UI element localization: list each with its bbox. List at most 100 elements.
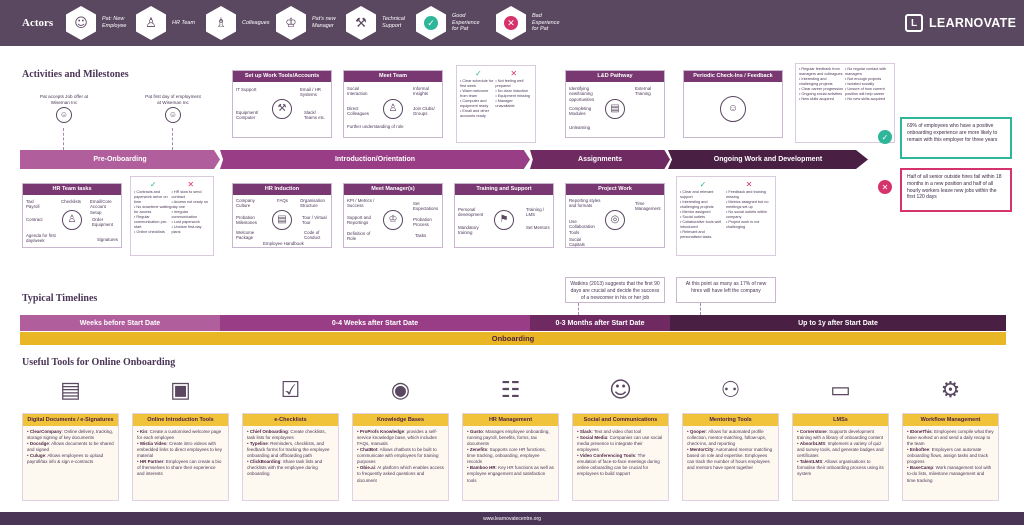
tool-entry-name: ProProfs Knowledge bbox=[359, 429, 405, 434]
tool-entry-name: IDoneThis bbox=[909, 429, 932, 434]
workflow-icon: ⚙ bbox=[940, 377, 961, 403]
tool-entry-desc: : Companies can use social media presenc… bbox=[577, 435, 663, 453]
tool-entry: • Docsdge: Allows documents to be shared… bbox=[27, 441, 114, 453]
tool-card-body: HR Management• Gusto: Manages employee o… bbox=[462, 413, 559, 501]
check-icon: ✓ bbox=[149, 180, 157, 189]
tool-entry-name: HR Partner bbox=[139, 459, 164, 465]
check-icon: ✓ bbox=[474, 69, 482, 78]
tool-entry-desc: : Allows chatbots to be built to communi… bbox=[357, 447, 439, 465]
tool-entry-desc: : Employees compile what they have worke… bbox=[907, 429, 994, 447]
assign-experience-box: ✓• Clear and relevant support • Interest… bbox=[676, 176, 776, 256]
tool-entry: • ClearCompany: Online delivery, trackin… bbox=[27, 429, 114, 441]
tool-entry-desc: : Implement a variety of quiz and survey… bbox=[797, 441, 884, 459]
social-icon: ☺ bbox=[609, 377, 632, 403]
tool-card-title: e-Checklists bbox=[243, 414, 338, 426]
tool-card-title: Online Introduction Tools bbox=[133, 414, 228, 426]
manager-icon: ♔ bbox=[276, 6, 306, 40]
tool-entry-desc: : Online delivery, tracking, storage sig… bbox=[27, 429, 114, 441]
tool-card-6: ⚇Mentoring Tools• Qooper: Allows for aut… bbox=[682, 371, 779, 501]
box-training: Training and Support ⚑ Personal developm… bbox=[454, 183, 554, 248]
tool-card-body: Digital Documents / e-Signatures • ClearC… bbox=[22, 413, 119, 501]
check-icon: ✓ bbox=[699, 180, 707, 189]
timeline-note-17-percent: At this point as many as 17% of new hire… bbox=[676, 277, 776, 303]
tool-entry-desc: : Create checklists, task lists for empl… bbox=[247, 429, 326, 441]
box-check-ins: Periodic Check-Ins / Feedback ☺ bbox=[683, 70, 783, 138]
bad-outcome-icon: ✕ bbox=[878, 180, 892, 194]
outcome-bad: Half of all senior outside hires fail wi… bbox=[900, 168, 1012, 212]
manager-icon: ♔ bbox=[383, 210, 403, 231]
stage-assignments: Assignments bbox=[530, 150, 670, 169]
tool-card-title: Mentoring Tools bbox=[683, 414, 778, 426]
brand-logo[interactable]: L LEARNOVATE bbox=[905, 14, 1016, 32]
feedback-icon: ☺ bbox=[720, 95, 746, 122]
tools-icon: ⚒ bbox=[272, 98, 292, 119]
actors-label: Actors bbox=[22, 17, 54, 29]
tool-entry: • Typeline: Reminders, checklists, and f… bbox=[247, 441, 330, 459]
documents-icon: ▤ bbox=[60, 377, 81, 403]
tool-entry: • MentorCity: Automated mentor matching … bbox=[687, 447, 773, 471]
tool-entry-desc: : Supports core HR functions, time track… bbox=[467, 447, 546, 465]
check-icon: ✓ bbox=[416, 6, 446, 40]
tool-entry: • Zenefits: Supports core HR functions, … bbox=[467, 447, 546, 465]
tool-entry: • Kin: Create a customised welcome page … bbox=[137, 429, 222, 441]
tool-card-body: Social and Communications • Slack: Text a… bbox=[572, 413, 669, 501]
outcome-good: 69% of employees who have a positive onb… bbox=[900, 117, 1012, 159]
tool-entry-name: Typeline bbox=[249, 441, 268, 447]
x-icon: ✕ bbox=[187, 180, 195, 189]
video-intro-icon: ▣ bbox=[170, 377, 191, 403]
team-icon: ♙ bbox=[62, 210, 82, 231]
tool-card-2: ☑e-Checklists• Chief Onboarding: Create … bbox=[242, 371, 339, 501]
activities-title: Activities and Milestones bbox=[22, 69, 129, 80]
tool-entry: • Slack: Text and video chat tool bbox=[577, 429, 642, 434]
good-outcome-icon: ✓ bbox=[878, 130, 892, 144]
milestone-line bbox=[172, 128, 173, 150]
tool-entry: • Social Media: Companies can use social… bbox=[577, 435, 663, 453]
tool-card-8: ⚙Workflow Management• IDoneThis: Employe… bbox=[902, 371, 999, 501]
tool-entry-name: Wistia Video bbox=[139, 441, 167, 447]
tool-card-title: Digital Documents / e-Signatures bbox=[23, 414, 118, 426]
tool-entry-name: Social Media bbox=[579, 435, 608, 441]
tool-entry-name: ChatBot bbox=[359, 447, 378, 453]
tool-card-1: ▣ Online Introduction Tools • Kin: Create … bbox=[132, 371, 229, 501]
brand-name: LEARNOVATE bbox=[929, 16, 1017, 30]
tool-card-3: ◉Knowledge Bases• ProProfs Knowledge: pr… bbox=[352, 371, 449, 501]
tool-entry: • Bamboo HR: Key HR functions as well as… bbox=[467, 465, 554, 483]
tool-card-title: Social and Communications bbox=[573, 414, 668, 426]
tool-entry-desc: : Employees can create a bio of themselv… bbox=[137, 459, 222, 477]
tool-entry: • Cornerstone: Supports development trai… bbox=[797, 429, 884, 441]
tool-entry-desc: : Manages employee onboarding, running p… bbox=[467, 429, 550, 447]
timeline-0-4-weeks: 0-4 Weeks after Start Date bbox=[220, 315, 530, 331]
tool-entry-desc: : Allows documents to be shared and sign… bbox=[27, 441, 114, 453]
x-icon: ✕ bbox=[496, 6, 526, 40]
actor-good-experience: ✓ Good Experience for Pat bbox=[416, 6, 486, 40]
box-set-up-tools: Set up Work Tools/Accounts ⚒ IT Support … bbox=[232, 70, 332, 138]
box-ld-pathway: L&D Pathway ▤ Identifying new/training o… bbox=[565, 70, 665, 138]
tool-card-body: e-Checklists• Chief Onboarding: Create c… bbox=[242, 413, 339, 501]
tool-entry-desc: : The emulation of face-to-face meetings… bbox=[577, 453, 660, 477]
tool-entry: • ChatBot: Allows chatbots to be built t… bbox=[357, 447, 439, 465]
tool-entry-desc: : provides a self-service knowledge base… bbox=[357, 429, 438, 447]
tool-entry-name: Gusto bbox=[469, 429, 483, 434]
tool-entry: • Obie.ai: AI platform which enables acc… bbox=[357, 465, 444, 483]
tool-entry-name: Enboftee bbox=[909, 447, 930, 453]
learnovate-logo-icon: L bbox=[905, 14, 923, 32]
timeline-weeks-before: Weeks before Start Date bbox=[20, 315, 220, 331]
tool-entry: • Qooper: Allows for automated profile c… bbox=[687, 429, 767, 447]
tool-entry: • ProProfs Knowledge: provides a self-se… bbox=[357, 429, 438, 447]
tool-entry-desc: : Allows organisations to formalise thei… bbox=[797, 459, 884, 477]
tool-card-title: HR Management bbox=[463, 414, 558, 426]
footer-url[interactable]: www.learnovatecentre.org bbox=[0, 512, 1024, 525]
tool-entry-name: Obie.ai bbox=[359, 465, 375, 471]
tool-entry-desc: : Create intro videos with embedded link… bbox=[137, 441, 223, 459]
box-hr-team-tasks: HR Team tasks ♙ Tax/ Payroll Checklists … bbox=[22, 183, 122, 248]
tool-entry-name: BaseCamp bbox=[909, 465, 934, 471]
person-icon: ☺ bbox=[66, 6, 96, 40]
tool-entry-desc: : Key HR functions as well as employee e… bbox=[467, 465, 554, 483]
tool-entry-name: AbsorbLMS bbox=[799, 441, 826, 447]
knowledge-icon: ◉ bbox=[390, 377, 411, 403]
tool-card-4: ☷HR Management• Gusto: Manages employee … bbox=[462, 371, 559, 501]
box-meet-team: Meet Team ♙ Social Interaction Informal … bbox=[343, 70, 443, 138]
pre-experience-box: ✓• Contracts and paperwork arrive on tim… bbox=[130, 176, 214, 256]
stage-ongoing: Ongoing Work and Development bbox=[668, 150, 868, 169]
tool-entry: • BaseCamp: Work management tool with to… bbox=[907, 465, 992, 483]
